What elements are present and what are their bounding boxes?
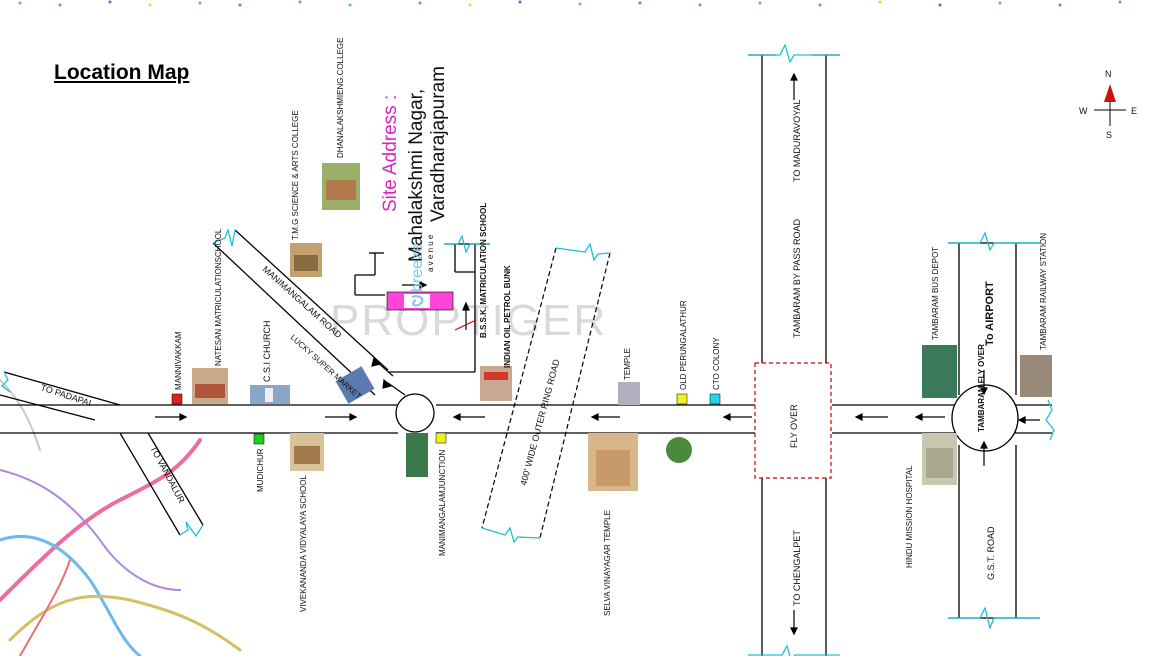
tmg-label: T.M.G SCIENCE & ARTS COLLEGE (291, 110, 300, 240)
mannivakkam-label: MANNIVAKKAM (174, 331, 183, 390)
lucky-super-market-photo (335, 366, 375, 404)
indian-oil-photo (480, 366, 512, 401)
temple-label: TEMPLE (623, 348, 632, 380)
bssk-label: B.S.S.K. MATRICULATION SCHOOL (479, 203, 488, 338)
watermark: PROPTIGER (330, 296, 607, 345)
natesan-label: NATESAN MATRICULATIONSCHOOL (214, 228, 223, 366)
temple-photo (618, 382, 640, 405)
compass-west: W (1079, 106, 1088, 116)
site-heading: Site Address : (380, 95, 401, 212)
vivekananda-label: VIVEKANANDA VIDYALAYA SCHOOL (299, 475, 308, 612)
brand-subtitle: a v e n u e (426, 234, 435, 272)
decorative-top-border (0, 0, 1157, 8)
selva-label: SELVA VINAYAGAR TEMPLE (603, 510, 612, 616)
mudichur-label: MUDICHUR (256, 448, 265, 492)
bus-photo (406, 433, 428, 477)
flyover-label: FLY OVER (789, 404, 799, 448)
marker-mannivakkam (171, 393, 183, 405)
outer-ring-road (481, 247, 611, 539)
north-arrow-icon (1104, 84, 1116, 102)
tree-icon (666, 437, 692, 463)
compass-south: S (1106, 130, 1112, 140)
hindu-mission-label: HINDU MISSION HOSPITAL (905, 465, 914, 568)
to-airport-label: To AIRPORT (984, 281, 996, 346)
csi-church-label: C.S.I CHURCH (262, 320, 272, 382)
breeze-logo-icon (411, 295, 424, 307)
site-plot (386, 291, 477, 331)
road-break-marks (1, 43, 1055, 656)
to-chengalpet-label: TO CHENGALPET (792, 530, 802, 606)
site-address-line1: Mahalakshmi Nagar, (406, 89, 427, 262)
compass-north: N (1105, 69, 1112, 79)
tambaram-flyover-label: TAMBARAM FLY OVER (977, 344, 986, 432)
compass-east: E (1131, 106, 1137, 116)
marker-cto-colony (709, 393, 721, 405)
landmark-photos (192, 163, 1052, 491)
dhanalakshmi-label: DHANALAKSHMIENG.COLLEGE (336, 38, 345, 158)
cto-colony-label: CTO COLONY (712, 337, 721, 390)
railway-station-label: TAMBARAM RAILWAY STATION (1039, 233, 1048, 350)
marker-manimangalam-junction (435, 432, 447, 444)
marker-mudichur (253, 433, 265, 445)
manimangalam-junction-label: MANIMANGALAMJUNCTION (438, 450, 447, 556)
flyover-box (754, 362, 832, 479)
traffic-arrows (155, 72, 1040, 636)
to-vandalur-label: TO VANDALUR (148, 444, 187, 505)
indian-oil-label: INDIAN OIL PETROL BUNK (503, 265, 512, 368)
site-address-line2: Varadharajapuram (428, 66, 449, 222)
to-padapai-label: TO PADAPAI (39, 382, 92, 408)
brand-name: breeze (409, 243, 426, 292)
to-maduravoyal-label: TO MADURAVOYAL (792, 99, 802, 182)
outer-ring-road-label: 400' WIDE OUTER RING ROAD (518, 358, 561, 487)
decorative-swirl (0, 379, 242, 656)
gst-road-label: G.S.T. ROAD (986, 526, 996, 580)
railway-station-photo (1020, 355, 1052, 397)
old-perungalathur-label: OLD PERUNGALATHUR (679, 300, 688, 390)
bypass-road-label: TAMBARAM BY PASS ROAD (792, 218, 802, 338)
roads (0, 54, 1052, 656)
marker-old-perungalathur (676, 393, 688, 405)
bus-depot-label: TAMBARAM BUS DEPOT (931, 247, 940, 340)
page-title: Location Map (54, 61, 190, 84)
bus-depot-photo (922, 345, 957, 398)
compass-rose: N S W E (1079, 69, 1137, 140)
